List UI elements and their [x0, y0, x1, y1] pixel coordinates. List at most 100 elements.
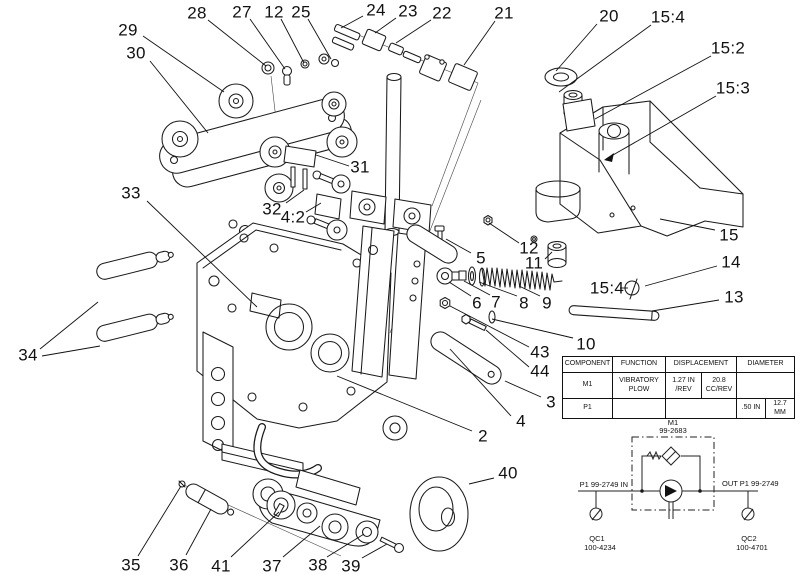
callout-leader-44 [485, 329, 530, 368]
spring-symbol [646, 450, 662, 461]
cell-component: M1 [562, 372, 613, 399]
callout-label-23: 23 [398, 2, 418, 21]
callout-leader-35 [137, 485, 182, 557]
callout-leader-32 [285, 189, 305, 204]
callout-label-31: 31 [350, 158, 370, 177]
col-header-component: COMPONENT [562, 356, 613, 373]
qc1-part-number: 100-4234 [584, 543, 616, 552]
part-fitting-7 [458, 270, 467, 281]
callout-leader-3 [504, 380, 542, 398]
cell-component: P1 [562, 398, 613, 419]
callout-leader-5 [445, 238, 472, 254]
callout-leader-8 [478, 281, 518, 297]
callout-leader-20 [555, 23, 598, 72]
spec-table: COMPONENT FUNCTION DISPLACEMENT DIAMETER… [562, 356, 795, 419]
cell-diameter-mm: 12.7 MM [765, 398, 795, 419]
part-bolt-44 [461, 313, 487, 331]
part-lower-linkage [178, 423, 469, 554]
callout-leader-14 [644, 265, 718, 287]
part-handle-rods-34 [96, 250, 174, 342]
callout-label-39: 39 [341, 557, 361, 575]
callout-label-36: 36 [169, 556, 189, 575]
cell-diameter-empty [736, 372, 795, 399]
part-pivot-hardware [406, 214, 567, 385]
callout-label-27: 27 [232, 3, 252, 22]
callout-label-25: 25 [291, 3, 311, 22]
callout-leader-43 [449, 305, 530, 348]
callout-leader-30 [149, 60, 209, 134]
part-frame-weldment-15 [535, 98, 744, 237]
part-main-plate-33 [196, 222, 408, 480]
callout-leader-21 [463, 20, 496, 66]
callout-label-32: 32 [262, 200, 282, 219]
callout-label-30: 30 [126, 44, 146, 63]
part-pin-4 [430, 331, 502, 385]
callout-label-11: 11 [525, 254, 543, 273]
callout-label-22: 22 [432, 4, 452, 23]
col-header-displacement: DISPLACEMENT [665, 356, 737, 373]
roller [264, 173, 294, 203]
callout-leader-34 [39, 301, 99, 350]
callout-label-35: 35 [121, 556, 141, 575]
spec-table-row-p1: P1 .50 IN 12.7 MM [562, 398, 795, 419]
cell-displacement-in: 1.27 IN /REV [665, 372, 702, 399]
roller [321, 91, 347, 117]
col-header-diameter: DIAMETER [736, 356, 795, 373]
callout-label-4:2: 4:2 [281, 208, 306, 227]
callout-label-33: 33 [121, 184, 141, 203]
callout-label-44: 44 [530, 362, 550, 381]
plate-leg [202, 331, 234, 457]
callout-leader-12 [488, 222, 520, 244]
callout-leader-13 [651, 299, 720, 312]
callout-leader-4:2 [305, 202, 322, 213]
spec-table-row-m1: M1 VIBRATORY PLOW 1.27 IN /REV 20.8 CC/R… [562, 372, 795, 399]
callout-leader-11 [544, 251, 553, 260]
part-plate-15-2 [562, 98, 596, 132]
part-plate-4-2 [314, 193, 342, 220]
callout-leader-23 [374, 17, 397, 34]
callout-leader-9 [518, 285, 541, 297]
callout-label-15:3: 15:3 [716, 79, 750, 98]
callout-leader-15:2 [594, 55, 712, 120]
qc1-name: QC1 [589, 534, 604, 543]
callout-leader-34 [41, 345, 101, 357]
callout-label-38: 38 [308, 556, 328, 575]
callout-leader-10 [491, 318, 574, 339]
part-spring-9 [478, 267, 563, 291]
callout-label-15:4: 15:4 [651, 8, 685, 27]
roller [161, 120, 199, 158]
callout-label-9: 9 [542, 294, 552, 313]
part-ring-pin-14 [624, 278, 640, 300]
part-shaft-clamp-assembly [331, 24, 478, 91]
spec-table-header-row: COMPONENT FUNCTION DISPLACEMENT DIAMETER [562, 356, 795, 373]
part-bolt-39 [379, 536, 405, 554]
callout-leader-4 [449, 348, 512, 417]
callout-leader-28 [207, 19, 267, 67]
flow-arrow [665, 485, 677, 497]
callout-leader-6 [448, 281, 472, 297]
schematic-boundary-box [631, 436, 715, 511]
inlet-hose-label: P1 99-2749 IN [580, 480, 628, 489]
callout-leader-27 [249, 18, 286, 70]
part-link-assembly [283, 145, 432, 380]
callout-leader-12 [280, 18, 305, 64]
relief-valve-symbol [661, 446, 681, 466]
callout-label-10: 10 [576, 335, 596, 354]
callout-leader-33 [146, 200, 258, 308]
part-bracket-31 [283, 145, 317, 190]
callout-label-15: 15 [719, 226, 739, 245]
part-bushing-cup-11 [547, 240, 567, 269]
roller [326, 126, 358, 158]
callout-leader-15:3 [605, 95, 717, 160]
callout-label-7: 7 [491, 293, 501, 312]
callout-leader-22 [395, 19, 432, 44]
callout-label-24: 24 [366, 1, 386, 20]
callout-label-14: 14 [721, 253, 741, 272]
cell-displacement-cc: 20.8 CC/REV [701, 372, 737, 399]
part-set-screw-35 [178, 480, 186, 488]
schematic-component-id: M1 [668, 418, 678, 427]
callout-leader-29 [142, 35, 225, 93]
part-washer-10 [488, 310, 496, 324]
quick-coupler-qc1 [589, 507, 603, 521]
